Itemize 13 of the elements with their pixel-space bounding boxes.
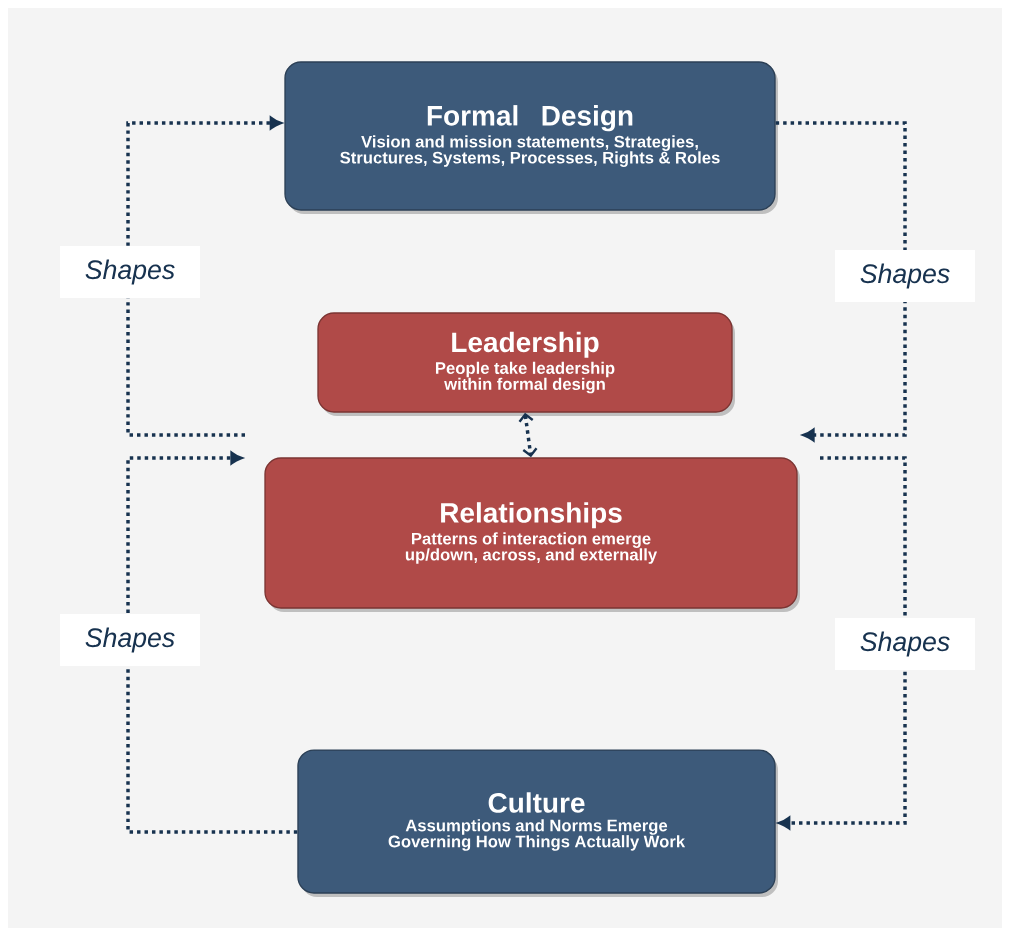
arrow [126, 116, 282, 437]
arrow [778, 456, 907, 830]
edge-label: Shapes [835, 618, 975, 670]
process-box: Relationships Patterns of interaction emerge up/down, across, and externally [264, 457, 798, 609]
arrow [126, 451, 298, 834]
edge-label: Shapes [60, 246, 200, 298]
edge-label: Shapes [60, 614, 200, 666]
process-box: Formal Design Vision and mission statements, Strategies, Structures, Systems, Processes, Rights & Roles [284, 61, 776, 211]
process-box: Leadership People take leadership within formal design [317, 312, 733, 413]
edge-label: Shapes [835, 250, 975, 302]
process-box: Culture Assumptions and Norms Emerge Governing How Things Actually Work [297, 749, 776, 894]
arrow [518, 412, 538, 458]
arrow [775, 121, 907, 442]
